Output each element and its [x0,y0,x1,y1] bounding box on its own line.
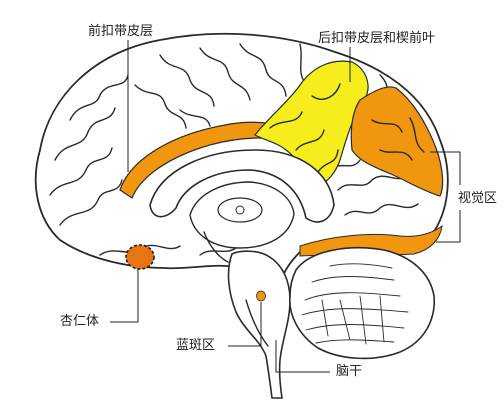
corpus-callosum [149,149,335,223]
fornix-line [203,231,229,263]
cerebellum [289,247,435,360]
label-locus-coeruleus: 蓝斑区 [176,338,216,353]
leader-lines [110,40,461,373]
leader-visual-lower [436,210,461,243]
inner-dot [235,205,245,215]
label-amygdala: 杏仁体 [60,314,100,329]
brainstem [227,250,291,399]
visual-cortex-upper-region [350,86,444,197]
label-posterior-cingulate-precuneus: 后扣带皮层和楔前叶 [318,31,436,46]
yellow-gyri [269,83,341,173]
cerebellum-folia [301,263,409,345]
leader-visual-upper [430,151,461,185]
label-brainstem: 脑干 [336,364,363,379]
leader-locus-coeruleus [228,302,262,347]
brainstem-contour [245,299,269,347]
amygdala-marker [125,244,155,270]
posterior-cingulate-precuneus-region [254,60,369,187]
locus-coeruleus-marker [256,290,266,302]
leader-brainstem [275,340,330,373]
label-anterior-cingulate: 前扣带皮层 [88,24,154,39]
visual-gyri [371,117,425,161]
leader-amygdala [110,269,139,323]
label-visual-cortex: 视觉区 [458,191,498,206]
